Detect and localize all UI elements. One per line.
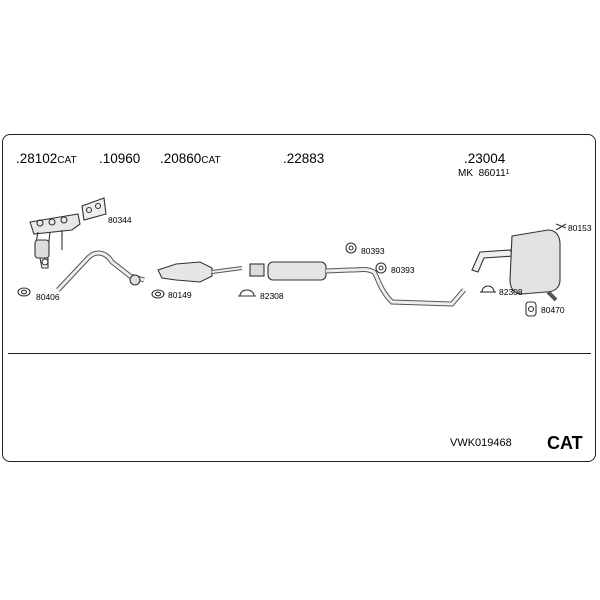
front-pipe-part (56, 250, 145, 292)
group-label-23004: .23004 (464, 152, 505, 166)
catalytic-converter-part (157, 261, 243, 283)
mk-kit-label: MK 860111 (458, 169, 510, 179)
part-label-80393-a: 80393 (361, 246, 385, 256)
group-label-10960: .10960 (99, 152, 140, 166)
mk-superscript: 1 (505, 169, 510, 176)
rear-silencer-part (471, 229, 561, 302)
rubber-mount-part (345, 242, 387, 274)
group-number: .23004 (464, 151, 506, 166)
group-number: .22883 (283, 151, 325, 166)
group-label-20860: .20860CAT (160, 152, 221, 166)
part-label-80393-b: 80393 (391, 265, 415, 275)
manifold-catalyst-part (29, 213, 81, 269)
mk-prefix: MK (458, 168, 473, 179)
gasket-80406-part (17, 287, 31, 297)
manifold-gasket-part (81, 197, 107, 221)
group-label-28102: .28102CAT (16, 152, 77, 166)
group-number: .20860 (160, 151, 202, 166)
part-label-80470: 80470 (541, 305, 565, 315)
middle-silencer-part (249, 261, 466, 307)
rubber-mount-80470-part (525, 301, 537, 317)
gasket-80149-part (151, 289, 165, 299)
part-label-80149: 80149 (168, 290, 192, 300)
part-label-80344: 80344 (108, 215, 132, 225)
group-suffix: CAT (201, 155, 221, 166)
part-label-82308-rear: 82308 (499, 287, 523, 297)
kit-code: VWK019468 (450, 437, 512, 449)
part-label-80406: 80406 (36, 292, 60, 302)
part-label-82308: 82308 (260, 291, 284, 301)
mk-number: 86011 (478, 168, 506, 179)
group-number: .28102 (16, 151, 58, 166)
group-label-22883: .22883 (283, 152, 324, 166)
clamp-82308-part (238, 289, 256, 297)
part-label-80153: 80153 (568, 223, 592, 233)
hanger-80153-part (555, 223, 567, 231)
group-suffix: CAT (57, 155, 77, 166)
diagram-frame (2, 134, 596, 462)
cat-badge: CAT (547, 433, 583, 453)
footer-divider (8, 353, 591, 354)
clamp-82308-rear-part (480, 285, 496, 293)
group-number: .10960 (99, 151, 141, 166)
